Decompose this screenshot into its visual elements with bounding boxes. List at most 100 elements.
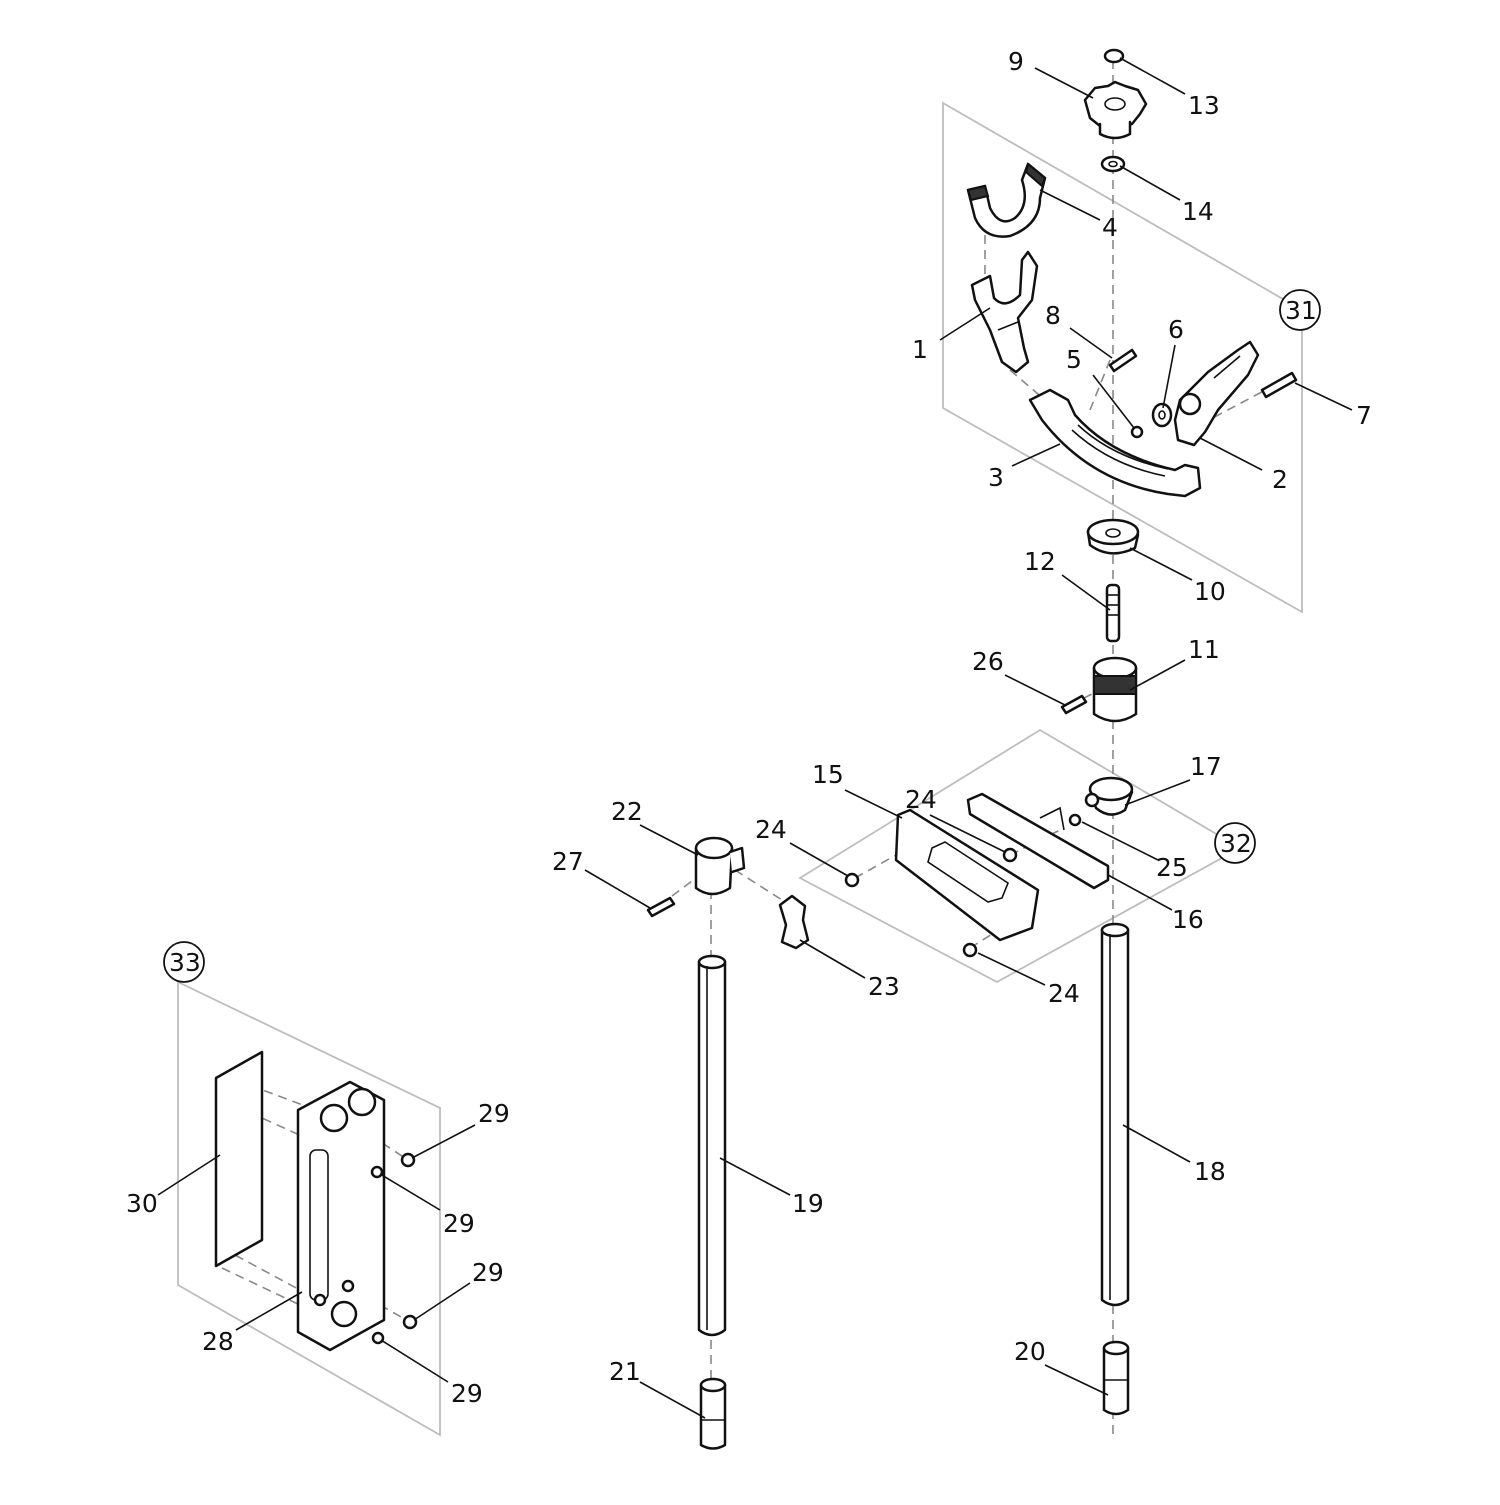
part-5-screw [1130, 425, 1144, 439]
part-27-pin [646, 896, 676, 918]
leader-29b [379, 1173, 441, 1211]
leader-8 [1069, 327, 1113, 359]
part-14-washer [1100, 155, 1126, 173]
leader-4 [1039, 189, 1101, 221]
part-20-foot [1102, 1340, 1130, 1416]
part-29-screw-c [402, 1314, 418, 1330]
part-25-screw [1068, 813, 1082, 827]
label-26: 26 [972, 647, 1004, 676]
leader-29a [411, 1124, 476, 1159]
label-7: 7 [1356, 401, 1372, 430]
leader-11 [1129, 659, 1186, 691]
leader-12 [1061, 574, 1111, 611]
part-30-plate [214, 1050, 264, 1268]
label-30: 30 [126, 1189, 158, 1218]
label-17: 17 [1190, 752, 1222, 781]
leader-28 [235, 1291, 303, 1331]
leader-13 [1119, 57, 1186, 95]
part-29-screw-a [400, 1152, 416, 1168]
leader-24a [789, 842, 849, 877]
label-25: 25 [1156, 853, 1188, 882]
leader-19 [719, 1157, 791, 1196]
badge-32 [1214, 822, 1256, 864]
part-29-screw-d [371, 1331, 385, 1345]
label-8: 8 [1045, 301, 1061, 330]
leader-29d [380, 1339, 449, 1383]
label-31: 31 [1285, 296, 1317, 325]
part-24-screw-b [1002, 847, 1018, 863]
part-1-jaw-body [970, 250, 1039, 374]
connector-8 [1089, 359, 1111, 411]
label-20: 20 [1014, 1337, 1046, 1366]
label-22: 22 [611, 797, 643, 826]
leader-17 [1124, 779, 1191, 806]
label-3: 3 [988, 463, 1004, 492]
label-4: 4 [1102, 213, 1118, 242]
label-24b: 24 [905, 785, 937, 814]
label-24c: 24 [1048, 979, 1080, 1008]
leader-25 [1081, 821, 1159, 861]
label-33: 33 [169, 948, 201, 977]
label-19: 19 [792, 1189, 824, 1218]
part-2-lever [1173, 340, 1260, 447]
part-16-bracket [966, 792, 1110, 890]
leader-26 [1004, 674, 1066, 706]
leader-15 [844, 789, 903, 819]
leader-6 [1162, 344, 1176, 409]
label-9: 9 [1008, 47, 1024, 76]
connector-22-23 [734, 869, 791, 906]
label-24a: 24 [755, 815, 787, 844]
part-4-jaw [966, 162, 1047, 238]
leader-23 [799, 939, 866, 979]
label-12: 12 [1024, 547, 1056, 576]
label-18: 18 [1194, 1157, 1226, 1186]
part-10-cam [1086, 518, 1140, 555]
leader-5 [1092, 374, 1135, 429]
leader-27 [584, 869, 651, 909]
leader-24b [929, 814, 1006, 853]
label-6: 6 [1168, 315, 1184, 344]
part-15-plate [894, 808, 1040, 942]
label-10: 10 [1194, 577, 1226, 606]
label-29a: 29 [478, 1099, 510, 1128]
leader-30 [157, 1154, 221, 1196]
part-13-ring [1103, 48, 1125, 64]
label-29b: 29 [443, 1209, 475, 1238]
label-28: 28 [202, 1327, 234, 1356]
part-3-arc-rail [1028, 388, 1202, 498]
badge-33 [163, 941, 205, 983]
leader-1 [939, 307, 991, 341]
label-11: 11 [1188, 635, 1220, 664]
leader-18 [1122, 1124, 1191, 1163]
leader-24c [977, 952, 1046, 986]
badge-31 [1279, 289, 1321, 331]
label-29c: 29 [472, 1258, 504, 1287]
part-23-knob [778, 894, 810, 950]
part-28-holder [296, 1080, 386, 1352]
label-21: 21 [609, 1357, 641, 1386]
leader-7 [1294, 382, 1353, 411]
leader-9 [1034, 67, 1094, 99]
group-box-33 [177, 980, 441, 1437]
part-9-knob [1083, 80, 1148, 140]
part-24-screw-c [962, 942, 978, 958]
label-2: 2 [1272, 465, 1288, 494]
part-7-pin [1260, 371, 1298, 399]
leader-14 [1119, 165, 1181, 201]
leader-21 [639, 1381, 706, 1419]
label-16: 16 [1172, 905, 1204, 934]
label-14: 14 [1182, 197, 1214, 226]
leader-22 [639, 824, 699, 856]
connector-30-28a [221, 1074, 371, 1131]
part-12-rod [1105, 583, 1121, 643]
part-18-tube [1100, 922, 1130, 1307]
leader-20 [1044, 1364, 1109, 1396]
part-8-pin [1108, 348, 1138, 373]
label-32: 32 [1220, 829, 1252, 858]
part-29-screw-b [370, 1165, 384, 1179]
leader-3 [1011, 443, 1061, 467]
label-27: 27 [552, 847, 584, 876]
leader-16 [1107, 874, 1173, 911]
